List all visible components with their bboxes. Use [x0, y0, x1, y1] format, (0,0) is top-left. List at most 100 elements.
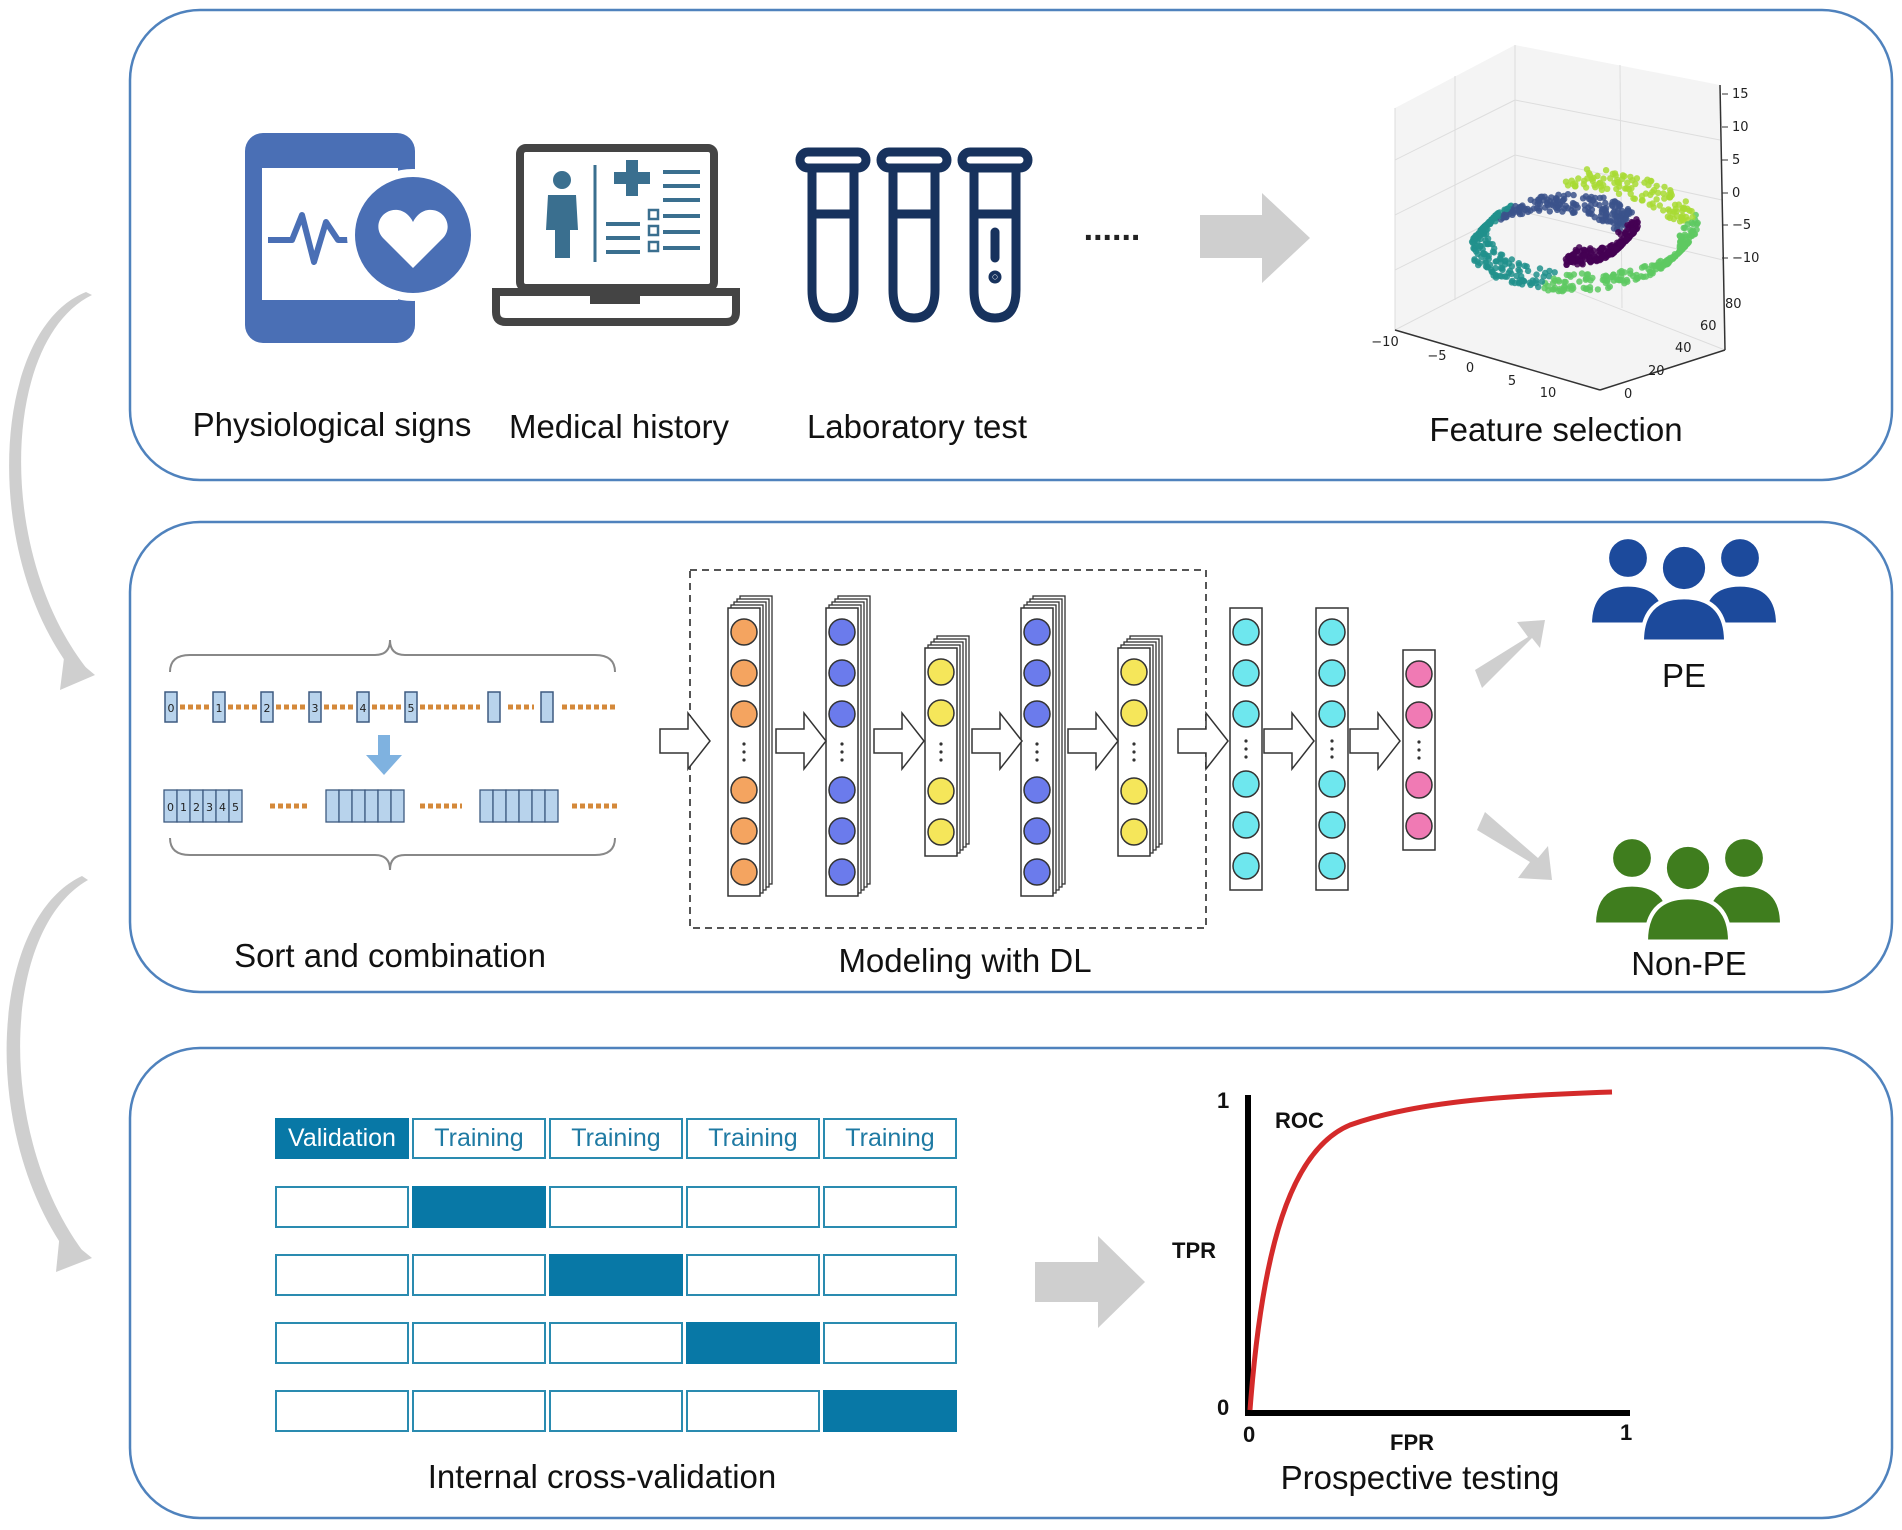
roc-curve-label: ROC — [1275, 1108, 1324, 1133]
scatter-point — [1536, 265, 1544, 272]
scatter-point — [1616, 277, 1623, 284]
neuron-ellipsis-dot — [840, 742, 844, 746]
scatter-point — [1586, 284, 1594, 291]
cv-header-training: Training — [823, 1118, 957, 1159]
neuron-ellipsis-dot — [1417, 748, 1421, 752]
scatter-point — [1684, 205, 1691, 212]
scatter-point — [1551, 269, 1558, 276]
scatter-point — [1550, 275, 1558, 282]
cv-fold-cell — [823, 1322, 957, 1364]
scatter-point — [1567, 273, 1574, 280]
scatter-point — [1582, 206, 1589, 213]
scatter-point — [1617, 240, 1624, 248]
plot3d-y-tick: 60 — [1700, 319, 1717, 334]
scatter-point — [1602, 199, 1609, 207]
scatter-point — [1503, 213, 1510, 221]
scatter-point — [1623, 236, 1630, 243]
scatter-point — [1560, 192, 1568, 200]
laptop-medical-record-icon — [492, 144, 740, 326]
neuron — [730, 659, 758, 687]
neuron — [1120, 699, 1148, 727]
neuron — [1318, 770, 1346, 798]
scatter-point — [1569, 256, 1576, 264]
neuron-ellipsis-dot — [1417, 740, 1421, 744]
neuron — [1405, 660, 1433, 688]
test-tubes-icon — [795, 147, 1033, 323]
cv-fold-validation — [823, 1390, 957, 1432]
grouped-sequence-label: 3 — [206, 801, 213, 814]
layer-arrow — [1067, 710, 1119, 772]
scatter-point — [1606, 283, 1614, 290]
scatter-point — [1656, 202, 1664, 209]
plot3d-z-tick: 0 — [1732, 186, 1740, 201]
scatter-point — [1660, 190, 1667, 197]
heart-monitor-icon — [245, 133, 479, 343]
scatter-point — [1481, 223, 1488, 230]
grouped-sequence-label: 5 — [232, 801, 239, 814]
neuron-ellipsis-dot — [1132, 758, 1136, 762]
scatter-point — [1546, 267, 1553, 275]
scatter-point — [1664, 213, 1672, 220]
sequence-item — [404, 691, 418, 723]
scatter-point — [1604, 185, 1611, 192]
grouped-sequence-cell — [544, 789, 559, 823]
neuron-ellipsis-dot — [1244, 739, 1248, 743]
grouped-sequence-label: 1 — [180, 801, 187, 814]
scatter-point — [1650, 186, 1658, 194]
neuron-ellipsis-dot — [742, 742, 746, 746]
scatter-point — [1477, 231, 1485, 238]
scatter-point — [1541, 285, 1548, 292]
more-sources-ellipsis: ...... — [1084, 210, 1141, 248]
scatter-point — [1552, 195, 1560, 202]
scatter-point — [1596, 216, 1603, 224]
neuron — [730, 700, 758, 728]
scatter-point — [1610, 271, 1617, 278]
cv-header-validation: Validation — [275, 1118, 409, 1159]
neuron-ellipsis-dot — [1035, 742, 1039, 746]
neuron — [1405, 771, 1433, 799]
neuron — [828, 776, 856, 804]
scatter-point — [1575, 175, 1582, 182]
scatter-point — [1471, 257, 1478, 264]
neuron-ellipsis-dot — [840, 758, 844, 762]
scatter-point — [1544, 196, 1551, 203]
cv-fold-cell — [549, 1322, 683, 1364]
neuron — [828, 659, 856, 687]
grouped-sequence-label: 0 — [167, 801, 174, 814]
label-medical-history: Medical history — [508, 408, 730, 445]
neuron — [1023, 700, 1051, 728]
neuron — [828, 618, 856, 646]
scatter-point — [1613, 246, 1621, 253]
sequence-item-label: 5 — [408, 702, 415, 715]
scatter-point — [1568, 177, 1575, 184]
scatter-point — [1625, 186, 1633, 193]
neuron — [1232, 811, 1260, 839]
neuron — [927, 777, 955, 805]
layer-arrow — [1263, 710, 1315, 772]
sequence-item — [487, 691, 501, 723]
neuron — [730, 618, 758, 646]
scatter-point — [1544, 202, 1551, 209]
neuron — [828, 700, 856, 728]
roc-chart: ROC TPR FPR 1 0 0 1 — [1172, 1088, 1632, 1455]
scatter-point — [1616, 201, 1623, 208]
scatter-point — [1596, 179, 1604, 186]
scatter-point — [1640, 273, 1647, 281]
cv-fold-validation — [549, 1254, 683, 1296]
neuron-ellipsis-dot — [939, 758, 943, 762]
scatter-point — [1594, 286, 1602, 293]
neuron-ellipsis-dot — [1330, 739, 1334, 743]
neuron — [828, 858, 856, 886]
person-head — [1609, 835, 1655, 881]
scatter-point — [1642, 190, 1650, 197]
sequence-item-label: 2 — [264, 702, 271, 715]
scatter-point — [1508, 279, 1516, 286]
neuron-ellipsis-dot — [939, 742, 943, 746]
grouped-sequence-cell — [518, 789, 533, 823]
person-head — [1605, 535, 1651, 581]
cv-fold-cell — [686, 1186, 820, 1228]
cv-header-training: Training — [549, 1118, 683, 1159]
plot3d-x-tick: −5 — [1427, 349, 1446, 364]
neuron-ellipsis-dot — [1330, 755, 1334, 759]
